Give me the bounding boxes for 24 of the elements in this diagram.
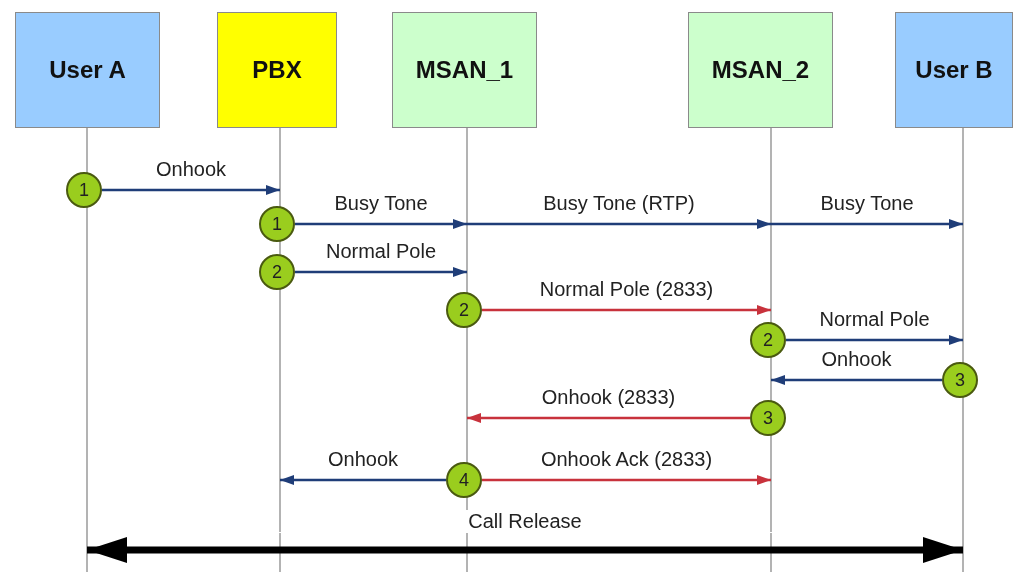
step-number-circle: 1 <box>259 206 295 242</box>
step-number-circle: 2 <box>750 322 786 358</box>
arrow <box>467 413 750 423</box>
arrow <box>771 375 942 385</box>
participant-box: PBX <box>217 12 337 128</box>
participant-box: MSAN_2 <box>688 12 833 128</box>
step-number-circle: 2 <box>446 292 482 328</box>
arrow <box>295 267 467 277</box>
arrow <box>786 335 963 345</box>
step-number-circle: 3 <box>750 400 786 436</box>
arrow <box>467 219 771 229</box>
participant-box: User A <box>15 12 160 128</box>
participant-box: User B <box>895 12 1013 128</box>
participant-box: MSAN_1 <box>392 12 537 128</box>
arrow <box>482 305 771 315</box>
arrow <box>295 219 467 229</box>
step-number-circle: 1 <box>66 172 102 208</box>
step-number-circle: 4 <box>446 462 482 498</box>
arrow <box>771 219 963 229</box>
arrow <box>102 185 280 195</box>
arrow <box>482 475 771 485</box>
arrow <box>280 475 446 485</box>
step-number-circle: 3 <box>942 362 978 398</box>
step-number-circle: 2 <box>259 254 295 290</box>
